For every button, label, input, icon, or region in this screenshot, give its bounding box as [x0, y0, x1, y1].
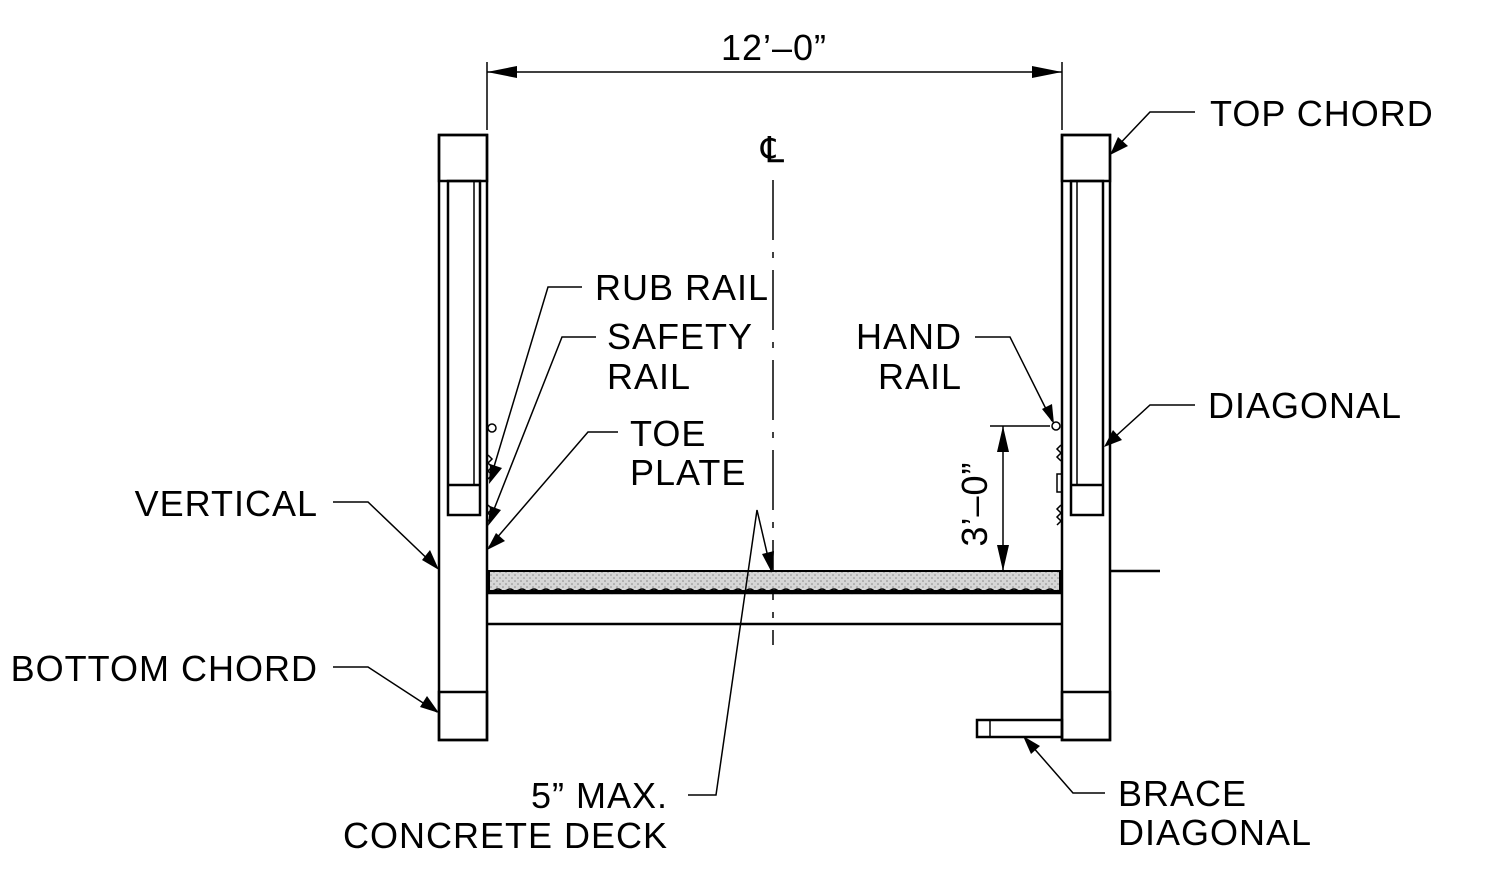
rail-height-dimension: 3’–0”	[954, 425, 1050, 571]
label-rub-rail: RUB RAIL	[595, 267, 769, 308]
label-toe-plate-line1: TOE	[630, 413, 706, 454]
right-hand-rail	[1051, 421, 1061, 431]
left-bottom-chord	[437, 690, 489, 742]
label-vertical: VERTICAL	[135, 483, 318, 524]
right-bottom-chord	[1060, 690, 1112, 742]
right-rub-rail	[1055, 444, 1063, 526]
right-truss	[1051, 133, 1160, 742]
label-toe-plate-line2: PLATE	[630, 452, 746, 493]
left-truss	[437, 133, 497, 742]
label-top-chord: TOP CHORD	[1210, 93, 1434, 134]
right-diagonal	[1069, 179, 1105, 517]
leader-lines	[333, 111, 1195, 796]
label-deck-line2: CONCRETE DECK	[343, 815, 668, 856]
left-safety-rail	[487, 423, 497, 433]
label-hand-rail-line1: HAND	[856, 316, 962, 357]
centerline: ℄	[760, 129, 785, 645]
label-safety-rail-line1: SAFETY	[607, 316, 753, 357]
label-diagonal: DIAGONAL	[1208, 385, 1402, 426]
width-dimension-label: 12’–0”	[721, 27, 827, 68]
labels: TOP CHORD DIAGONAL RUB RAIL SAFETY RAIL …	[11, 93, 1434, 856]
label-deck-line1: 5” MAX.	[531, 775, 668, 816]
centerline-symbol: ℄	[760, 129, 785, 170]
brace-diagonal	[975, 718, 1064, 739]
label-brace-line1: BRACE	[1118, 773, 1247, 814]
left-top-chord	[437, 133, 489, 183]
label-brace-line2: DIAGONAL	[1118, 812, 1312, 853]
label-safety-rail-line2: RAIL	[607, 356, 691, 397]
label-bottom-chord: BOTTOM CHORD	[11, 648, 318, 689]
left-diagonal	[446, 179, 482, 517]
label-hand-rail-line2: RAIL	[878, 356, 962, 397]
rail-height-label: 3’–0”	[954, 461, 995, 546]
width-dimension: 12’–0”	[486, 27, 1063, 130]
concrete-deck	[487, 570, 1062, 626]
right-top-chord	[1060, 133, 1112, 183]
